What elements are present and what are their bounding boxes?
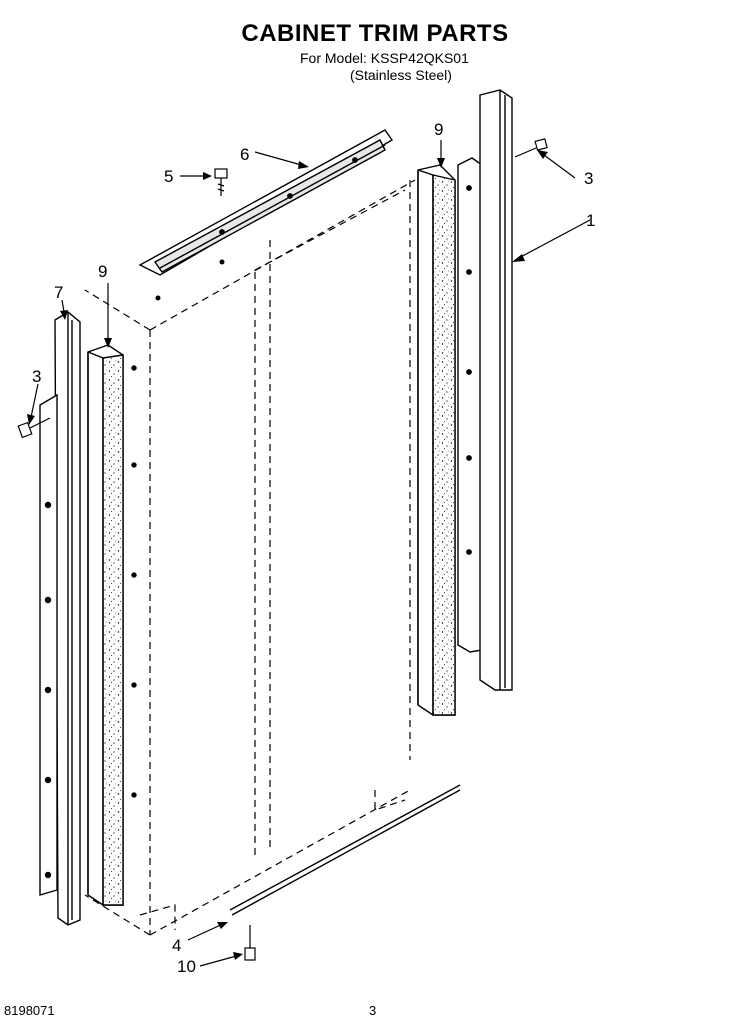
right-foam-strip <box>417 164 456 716</box>
screw-part-3-left <box>17 417 51 439</box>
page-title: CABINET TRIM PARTS <box>241 20 509 47</box>
page-number: 3 <box>369 1003 377 1018</box>
callout-6: 6 <box>240 145 249 164</box>
left-outer-trim <box>54 311 81 926</box>
callout-9-left: 9 <box>98 262 107 281</box>
callout-10: 10 <box>177 957 196 976</box>
bottom-rod <box>229 784 461 916</box>
leader-arrowheads <box>27 150 548 960</box>
screw-part-3-right <box>514 138 548 158</box>
right-inner-trim <box>457 157 483 653</box>
document-number: 8198071 <box>4 1003 55 1018</box>
callout-3-right: 3 <box>584 169 593 188</box>
top-trim-strip <box>138 129 394 301</box>
left-side-panel <box>39 393 58 896</box>
callout-3-left: 3 <box>32 367 41 386</box>
right-outer-trim <box>479 89 513 691</box>
callout-5: 5 <box>164 167 173 186</box>
callout-1: 1 <box>586 211 595 230</box>
screw-part-10 <box>244 925 256 961</box>
cabinet-outline <box>84 179 416 936</box>
model-line: For Model: KSSP42QKS01 <box>300 50 469 66</box>
finish-line: (Stainless Steel) <box>350 67 452 83</box>
callout-4: 4 <box>172 936 181 955</box>
screw-part-5 <box>214 168 228 196</box>
callout-7: 7 <box>54 283 63 302</box>
left-foam-strip <box>87 344 137 906</box>
model-info: For Model: KSSP42QKS01 (Stainless Steel) <box>300 50 469 84</box>
callout-9-right: 9 <box>434 120 443 139</box>
